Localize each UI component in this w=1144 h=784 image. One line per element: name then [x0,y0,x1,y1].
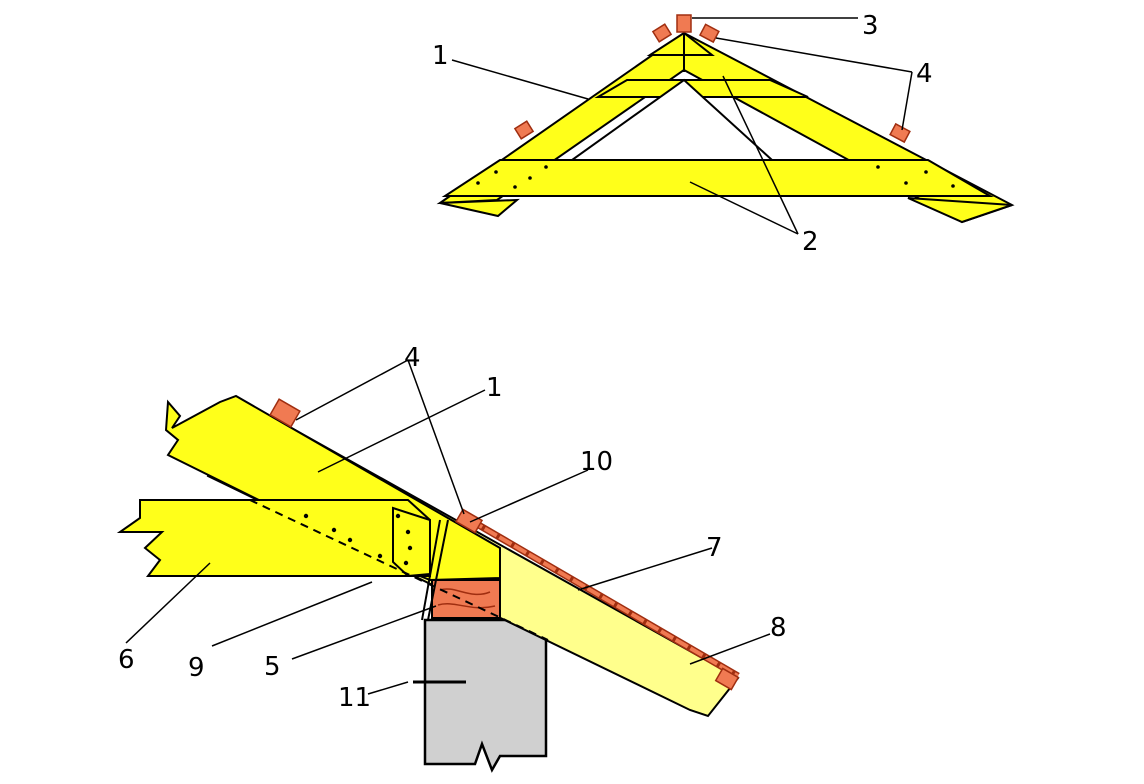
eaves-label-9: 9 [188,653,205,683]
eaves-label-6: 6 [118,645,135,675]
truss-apex-plate [646,31,715,56]
eaves-leaders [125,359,771,695]
nail-plate [392,506,431,578]
eaves-label-5: 5 [264,652,281,682]
truss-assembly: 1 3 4 2 [432,11,1015,257]
batten-left-mid [513,120,535,140]
truss-right-tail [907,197,1013,224]
truss-nails-right [876,165,955,188]
truss-label-4: 4 [916,59,933,89]
truss-label-3: 3 [862,11,879,41]
batten-right-top [698,23,720,44]
eaves-label-4: 4 [404,343,421,373]
wall-plate [431,579,501,619]
truss-inner-void [568,78,775,161]
batten-right-mid [889,122,911,144]
truss-label-1: 1 [432,41,449,71]
eaves-label-8: 8 [770,613,787,643]
truss-tie-beam [441,159,994,197]
eaves-detail: 4 1 10 7 8 6 9 5 11 [116,343,787,773]
ceiling-joist [116,499,431,577]
truss-leaders [451,17,913,235]
truss-label-2: 2 [802,227,819,257]
eaves-label-1: 1 [486,373,503,403]
eaves-label-11: 11 [338,683,371,713]
ridge-batten [676,14,692,33]
batten-lower [454,508,484,534]
eaves-label-10: 10 [580,447,613,477]
batten-eaves [714,667,740,691]
truss-nails-left [476,165,548,189]
truss-left-tail [439,198,520,218]
eaves-label-7: 7 [706,533,723,563]
truss-upper-collar [594,79,809,98]
joist-nails [303,513,413,566]
batten-upper [269,398,301,428]
batten-left-top [651,23,673,43]
